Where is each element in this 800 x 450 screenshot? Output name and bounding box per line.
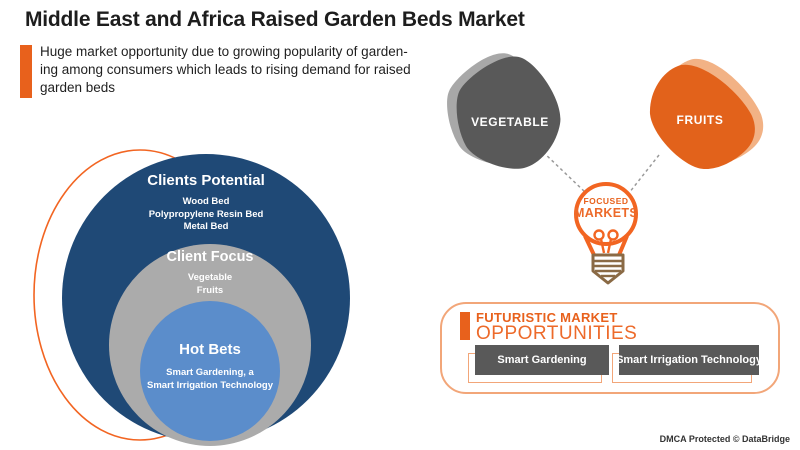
dotted-connector-left xyxy=(542,151,587,194)
hot-bets-circle xyxy=(140,301,280,441)
hot-bets-items: Smart Gardening, a Smart Irrigation Tech… xyxy=(110,367,310,392)
clients-potential-items: Wood Bed Polypropylene Resin Bed Metal B… xyxy=(106,196,306,234)
venn-item: Wood Bed xyxy=(182,196,230,207)
subtitle-accent-bar xyxy=(20,45,32,98)
dotted-connector-right xyxy=(628,154,660,194)
venn-item: Fruits xyxy=(196,284,224,296)
panel-accent-bar xyxy=(460,312,470,340)
venn-item: Vegetable xyxy=(187,272,233,283)
lightbulb-icon xyxy=(574,182,638,285)
vegetable-blob xyxy=(456,56,561,169)
fruits-blob xyxy=(649,64,755,170)
venn-item: Smart Irrigation Technology xyxy=(147,379,273,391)
hot-bets-title: Hot Bets xyxy=(179,341,241,358)
client-focus-title: Client Focus xyxy=(166,249,254,265)
page-title: Middle East and Africa Raised Garden Bed… xyxy=(25,8,525,31)
subtitle-text: Huge market opportunity due to growing p… xyxy=(40,43,440,97)
client-focus-items: Vegetable Fruits xyxy=(110,272,310,297)
dmca-footer: DMCA Protected © DataBridge xyxy=(659,434,790,444)
fruits-label: FRUITS xyxy=(676,113,724,127)
venn-item: Smart Gardening, a xyxy=(166,367,254,378)
smart-irrigation-button-wrap: Smart Irrigation Technology xyxy=(612,345,762,383)
vegetable-label: VEGETABLE xyxy=(471,115,549,129)
subtitle-line: garden beds xyxy=(40,80,116,95)
nested-circles-diagram xyxy=(33,149,350,446)
smart-gardening-button-wrap: Smart Gardening xyxy=(468,345,609,383)
focused-label: FOCUSED xyxy=(583,196,628,206)
venn-item: Polypropylene Resin Bed xyxy=(148,208,264,220)
subtitle-line: Huge market opportunity due to growing p… xyxy=(40,44,408,59)
panel-heading-bottom: OPPORTUNITIES xyxy=(476,323,638,344)
smart-irrigation-button[interactable]: Smart Irrigation Technology xyxy=(616,345,762,375)
venn-item: Metal Bed xyxy=(183,221,229,232)
smart-gardening-button[interactable]: Smart Gardening xyxy=(475,345,609,375)
opportunities-buttons: Smart Gardening Smart Irrigation Technol… xyxy=(468,345,762,383)
panel-heading-top: FUTURISTIC MARKET xyxy=(476,310,618,325)
focused-markets-diagram: FOCUSED MARKETS xyxy=(447,53,764,285)
opportunities-panel: FUTURISTIC MARKET OPPORTUNITIES Smart Ga… xyxy=(440,302,780,394)
subtitle-line: ing among consumers which leads to risin… xyxy=(40,62,411,77)
clients-potential-title: Clients Potential xyxy=(147,172,265,189)
markets-label: MARKETS xyxy=(574,206,638,220)
